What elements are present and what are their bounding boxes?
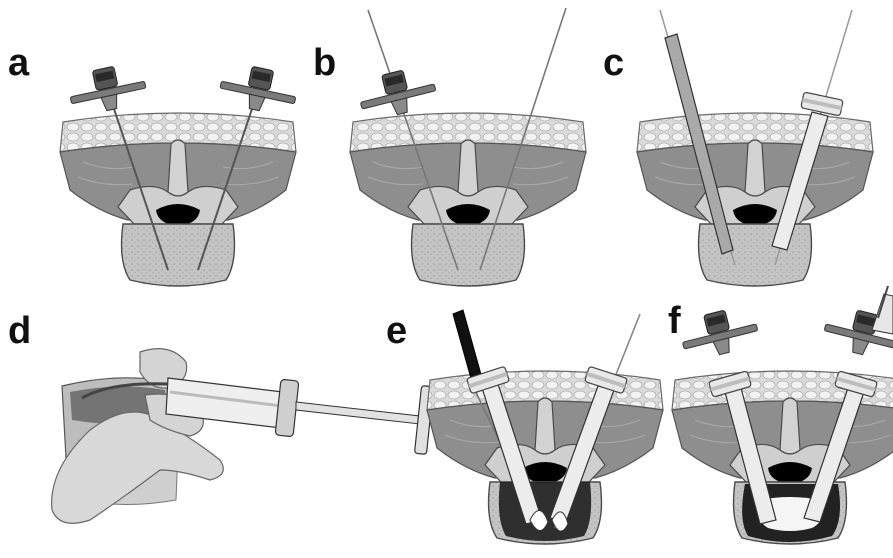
plunger-rod: [296, 402, 420, 424]
panel-label-f: f: [668, 302, 681, 340]
panel-label-a: a: [8, 44, 29, 82]
panel-c-illustration: [637, 10, 873, 286]
panel-b-illustration: [350, 8, 586, 286]
cement-syringe: [872, 294, 893, 334]
curette-tip: [453, 310, 482, 382]
panel-label-e: e: [386, 312, 407, 350]
panel-f-illustration: [672, 286, 893, 544]
trocar-hub-left: [66, 61, 149, 118]
panel-label-b: b: [313, 44, 336, 82]
trocar-hub-right: [217, 61, 300, 118]
panel-e-illustration: [427, 310, 663, 544]
panel-label-d: d: [8, 312, 31, 350]
panel-a-illustration: [60, 61, 300, 286]
panel-label-c: c: [603, 44, 624, 82]
panel-d-illustration: [52, 349, 434, 524]
syringe-flange: [275, 379, 299, 437]
